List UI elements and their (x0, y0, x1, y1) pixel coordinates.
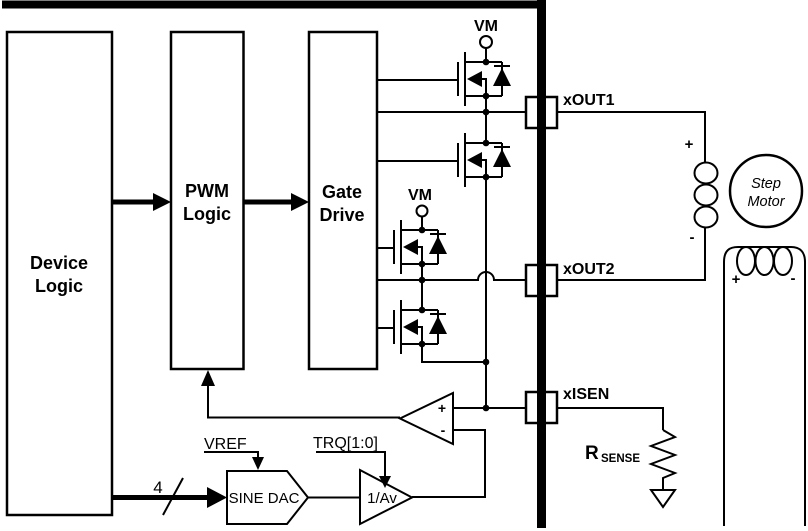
inverse-gain-amp: 1/Av (359, 468, 415, 526)
pwm-logic-label-line2: Logic (183, 204, 231, 224)
gate-drive-label-line2: Drive (319, 205, 364, 225)
pwm-to-gate-arrow (243, 193, 309, 211)
mosfet-highside-bridge2 (393, 219, 448, 275)
junction-xout2 (418, 276, 426, 284)
bus-width-slash (162, 477, 184, 516)
vm-terminal-bridge1 (479, 35, 493, 49)
bus-width-label: 4 (153, 478, 162, 497)
comparator-minus-label: - (441, 422, 446, 438)
comparator-triangle (397, 391, 454, 446)
wire-ls2-source-to-sense (421, 344, 486, 363)
wire-xisen-external (557, 407, 664, 430)
device-logic-box (5, 30, 114, 517)
comparator-plus-label: + (438, 400, 446, 416)
motor-winding1: + - (557, 111, 719, 281)
rsense-label-subscript: SENSE (601, 453, 640, 465)
current-sense-comparator: + - (397, 391, 526, 498)
dac-bus-arrow: 4 (112, 477, 227, 516)
junction-xout1 (482, 108, 490, 116)
vref-wire (204, 451, 259, 458)
winding1-minus-label: - (690, 229, 695, 246)
device-logic-label-line2: Logic (35, 276, 83, 296)
vm-supply-bridge1: VM (474, 18, 498, 62)
junction-isen (482, 404, 490, 412)
vm-label-bridge1: VM (474, 18, 498, 35)
sense-resistor: R SENSE (557, 407, 678, 509)
vref-input: VREF (204, 436, 264, 470)
gate-drive-label-line1: Gate (322, 182, 362, 202)
ground-symbol (649, 489, 677, 509)
winding2-minus-label: - (791, 270, 796, 287)
winding1-coil-turn (693, 205, 719, 229)
rsense-zigzag (648, 429, 678, 489)
winding1-coil-turn (693, 183, 719, 207)
trq-input: TRQ[1:0] (313, 435, 391, 488)
trq-label: TRQ[1:0] (313, 435, 378, 452)
feedback-wire (207, 385, 400, 419)
winding2-coil-turn (773, 246, 793, 276)
wire-xout1-external (557, 111, 706, 163)
mosfet-lowside-bridge1 (457, 132, 512, 188)
sine-dac: SINE DAC (226, 470, 310, 525)
step-motor: Step Motor (728, 153, 804, 229)
port-label-xout2: xOUT2 (563, 261, 615, 278)
comparator-feedback-arrow (201, 370, 400, 419)
vref-label: VREF (204, 436, 247, 453)
pwm-logic-block: PWM Logic (169, 30, 245, 371)
step-motor-circle (728, 153, 804, 229)
rsense-label: R (585, 443, 599, 464)
mosfet-highside-bridge1 (457, 51, 512, 107)
pwm-logic-box (169, 30, 245, 371)
winding2-plus-label: + (732, 271, 741, 288)
winding1-coil-turn (693, 161, 719, 185)
comparator-minus-input-wire (412, 429, 486, 498)
step-motor-label-line2: Motor (747, 194, 785, 210)
junction-sense-sources (482, 358, 490, 366)
gate-drive-box (307, 30, 379, 371)
xout2-node-wire-with-hop (377, 271, 526, 281)
port-label-xisen: xISEN (563, 386, 609, 403)
winding2-wire (723, 246, 806, 526)
port-label-xout1: xOUT1 (563, 92, 615, 109)
trq-arrowhead (379, 476, 391, 488)
amp-label: 1/Av (367, 490, 397, 507)
mosfet-lowside-bridge2 (393, 299, 448, 355)
vm-label-bridge2: VM (408, 187, 432, 204)
device-logic-block: Device Logic (5, 30, 114, 517)
vm-supply-bridge2: VM (408, 187, 432, 230)
sine-dac-label: SINE DAC (229, 490, 300, 507)
motor-winding2: + - (723, 246, 806, 526)
bus-arrowhead (207, 487, 227, 508)
device-logic-label-line1: Device (30, 253, 88, 273)
step-motor-label-line1: Step (751, 176, 781, 192)
vref-arrowhead (252, 457, 264, 470)
pwm-logic-label-line1: PWM (185, 181, 229, 201)
trq-wire (316, 451, 386, 476)
feedback-arrowhead (201, 370, 215, 386)
device-to-pwm-arrow (112, 193, 171, 211)
wire-xout2-external (557, 227, 706, 281)
sine-dac-shape (226, 470, 310, 525)
vm-terminal-bridge2 (415, 204, 429, 218)
winding2-coil-turn (754, 246, 775, 276)
gate-drive-block: Gate Drive (307, 30, 379, 371)
winding1-plus-label: + (685, 136, 694, 153)
